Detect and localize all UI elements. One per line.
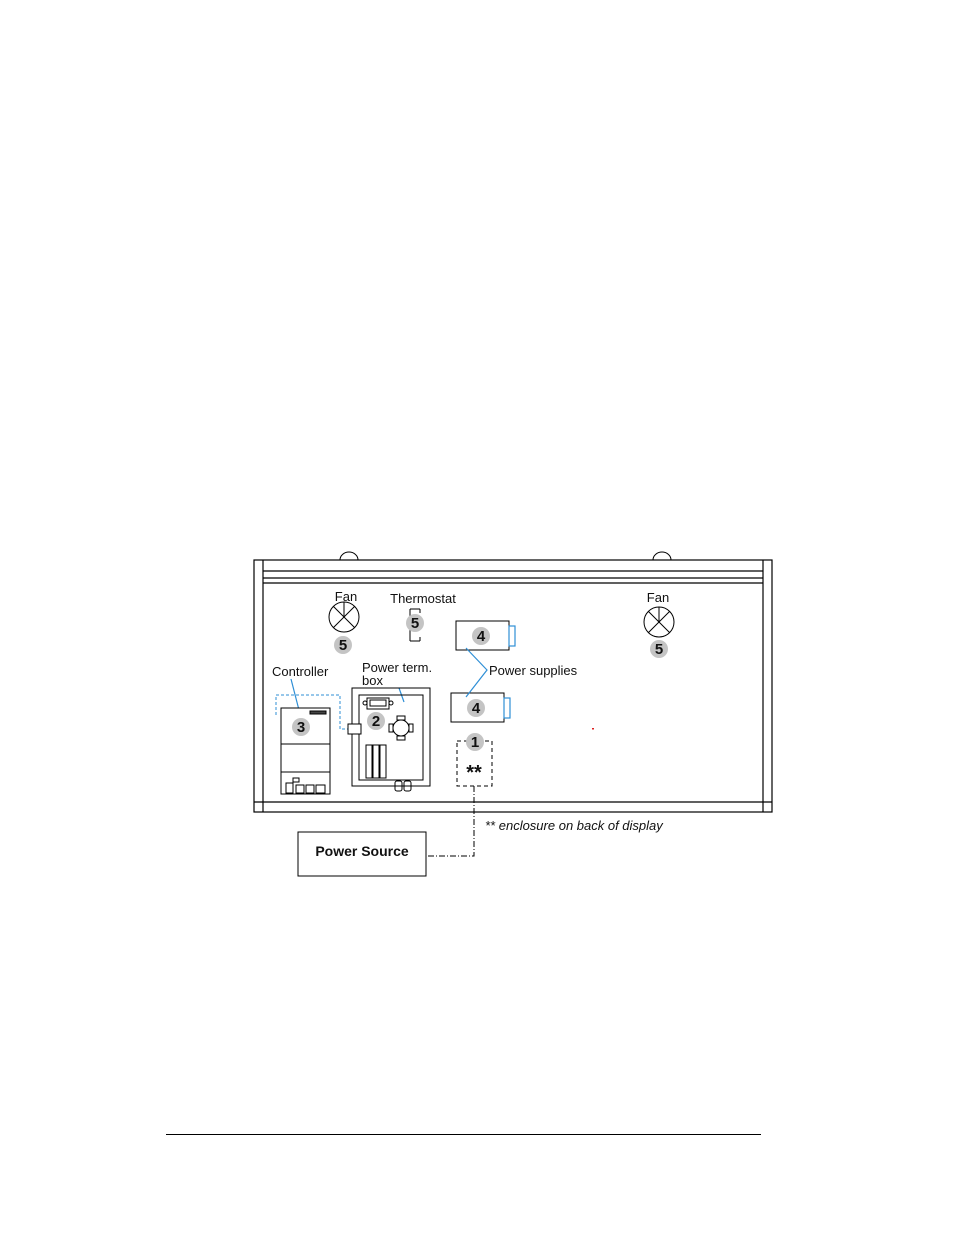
- fan-right-label: Fan: [647, 590, 669, 605]
- badge-circle: [334, 636, 352, 654]
- power-source-label: Power Source: [315, 843, 409, 859]
- cabinet-outline: [253, 559, 773, 813]
- rear-enclosure: 1 **: [456, 733, 493, 787]
- power-term-label-2: box: [362, 673, 383, 688]
- power-term-label-1: Power term.: [362, 660, 432, 675]
- power-supplies-callout: Power supplies: [465, 647, 578, 698]
- thermostat: Thermostat 5: [390, 591, 456, 642]
- power-supplies-label: Power supplies: [489, 663, 578, 678]
- badge-circle: [292, 718, 310, 736]
- controller-label: Controller: [272, 664, 329, 679]
- power-supply-bottom: 4: [450, 692, 511, 723]
- fan-right: Fan 5: [643, 590, 675, 658]
- footer-rule: [166, 1134, 761, 1135]
- badge-circle: [650, 640, 668, 658]
- badge-circle: [466, 733, 484, 751]
- badge-circle: [406, 614, 424, 632]
- fan-left: Fan 5: [328, 589, 360, 654]
- power-supply-top-badge: 4: [477, 628, 486, 645]
- thermostat-badge: 5: [411, 615, 419, 632]
- mounting-tabs: [339, 551, 672, 561]
- badge-circle: [472, 627, 490, 645]
- fan-left-label: Fan: [335, 589, 357, 604]
- badge-circle: [367, 712, 385, 730]
- fan-icon: [643, 606, 675, 638]
- enclosure-stars: **: [466, 762, 482, 784]
- enclosure-note: ** enclosure on back of display: [485, 818, 664, 833]
- terminal-box-frame: [347, 687, 431, 792]
- leader-line: [465, 647, 488, 698]
- power-terminal-box: Power term. box 2: [347, 660, 432, 792]
- enclosure-badge: 1: [471, 734, 479, 751]
- power-supply-top: 4: [455, 620, 516, 651]
- badge-circle: [467, 699, 485, 717]
- power-source-wire: [426, 786, 475, 857]
- power-source: Power Source: [297, 831, 427, 877]
- fan-left-badge: 5: [339, 637, 347, 654]
- power-supply-bottom-badge: 4: [472, 700, 481, 717]
- fan-right-badge: 5: [655, 641, 663, 658]
- controller: Controller 3: [272, 664, 331, 795]
- controller-link-dashed: [275, 694, 350, 730]
- power-term-badge: 2: [372, 713, 380, 730]
- thermostat-label: Thermostat: [390, 591, 456, 606]
- red-dot: [592, 728, 594, 730]
- fan-icon: [328, 601, 360, 633]
- controller-badge: 3: [297, 719, 305, 736]
